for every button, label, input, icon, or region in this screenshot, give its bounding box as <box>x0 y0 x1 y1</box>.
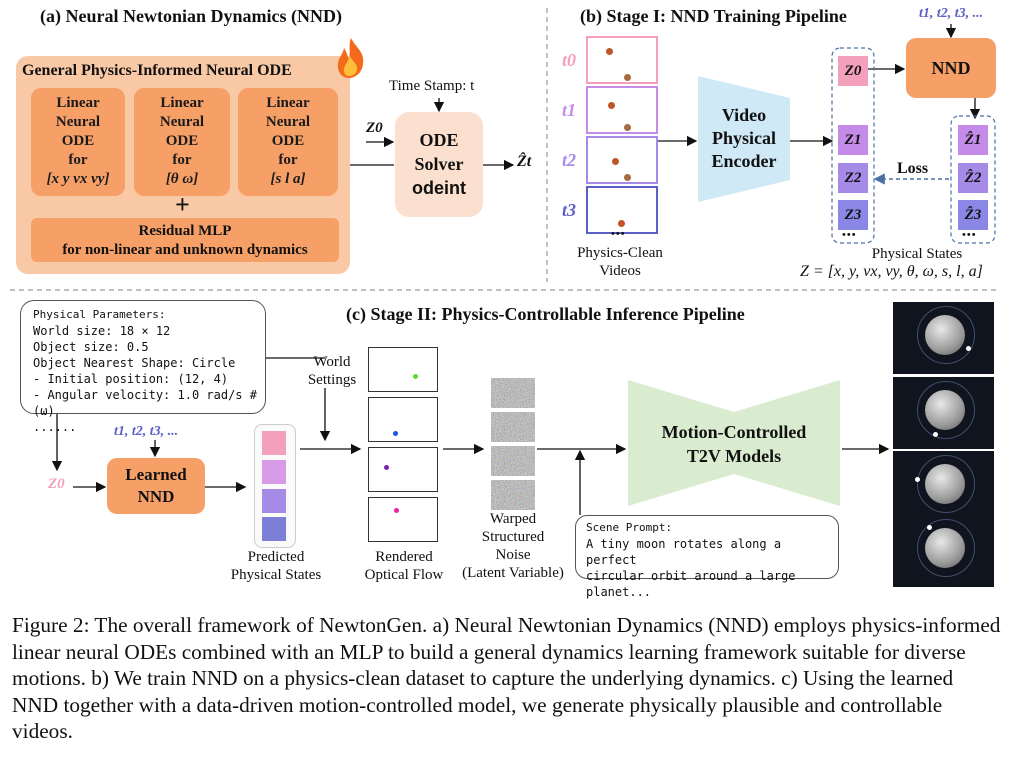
loss-label: Loss <box>897 160 929 177</box>
noise-tile-3 <box>491 446 535 476</box>
optical-flow-frame-4 <box>368 497 438 542</box>
state-z1-hat: Ẑ1 <box>958 125 988 155</box>
moon <box>933 432 938 437</box>
state-z0: Z0 <box>838 56 868 86</box>
noise-tile-4 <box>491 480 535 510</box>
t1-label: t1 <box>562 100 577 120</box>
physical-parameters-box: Physical Parameters: World size: 18 × 12… <box>20 300 266 434</box>
generated-video-frame-3 <box>893 451 994 523</box>
planet <box>925 315 965 355</box>
plus-sign: + <box>175 190 190 219</box>
falling-object <box>608 102 615 109</box>
physical-states-caption: Physical States <box>871 246 963 262</box>
orbit-ring <box>917 381 975 439</box>
z0-input-label: Z0 <box>366 120 383 136</box>
generated-video-frame-2 <box>893 377 994 449</box>
t2-label: t2 <box>562 150 577 170</box>
planet <box>925 464 965 504</box>
frames-ellipsis: ••• <box>611 228 626 240</box>
motion-controlled-t2v-model-shape <box>628 380 840 506</box>
video-frame-t1 <box>586 86 658 134</box>
figure-caption: Figure 2: The overall framework of Newto… <box>12 613 1001 744</box>
optical-flow-frame-3 <box>368 447 438 492</box>
moon <box>966 346 971 351</box>
ode-solver-box: ODE Solver odeint <box>395 112 483 217</box>
t3-label: t3 <box>562 200 577 220</box>
predicted-state-2 <box>262 460 286 484</box>
physics-ode-box-title: General Physics-Informed Neural ODE <box>22 62 292 79</box>
planet <box>925 390 965 430</box>
predicted-column-ellipsis: ••• <box>962 229 977 241</box>
planet <box>925 528 965 568</box>
ground-object <box>624 174 631 181</box>
state-z3: Z3 <box>838 200 868 230</box>
state-column-ellipsis: ••• <box>842 229 857 241</box>
time-sequence-label: t1, t2, t3, ... <box>919 6 984 21</box>
panel-b-title: (b) Stage I: NND Training Pipeline <box>580 6 847 26</box>
physical-states-formula: Z = [x, y, vx, vy, θ, ω, s, l, a] <box>800 263 983 280</box>
flow-dot <box>394 508 399 513</box>
noise-tile-2 <box>491 412 535 442</box>
state-z2: Z2 <box>838 163 868 193</box>
generated-video-frame-1 <box>893 302 994 374</box>
ground-object <box>624 124 631 131</box>
orbit-ring <box>917 519 975 577</box>
falling-object <box>618 220 625 227</box>
state-z1: Z1 <box>838 125 868 155</box>
zt-hat-output-label: Ẑt <box>517 153 532 170</box>
time-stamp-label: Time Stamp: t <box>389 78 475 94</box>
falling-object <box>606 48 613 55</box>
predicted-state-4 <box>262 517 286 541</box>
orbit-ring <box>917 306 975 364</box>
moon <box>927 525 932 530</box>
video-physical-encoder-shape <box>698 76 790 202</box>
flame-icon <box>337 38 364 78</box>
flow-dot <box>384 465 389 470</box>
generated-video-frame-4 <box>893 515 994 587</box>
t0-label: t0 <box>562 50 577 70</box>
flow-dot <box>393 431 398 436</box>
video-frame-t2 <box>586 136 658 184</box>
optical-flow-frame-2 <box>368 397 438 442</box>
optical-flow-frame-1 <box>368 347 438 392</box>
scene-prompt-box: Scene Prompt: A tiny moon rotates along … <box>575 515 839 599</box>
state-z2-hat: Ẑ2 <box>958 163 988 193</box>
video-frame-t3 <box>586 186 658 234</box>
state-z3-hat: Ẑ3 <box>958 200 988 230</box>
inference-z0-label: Z0 <box>48 476 65 492</box>
panel-c-title: (c) Stage II: Physics-Controllable Infer… <box>346 304 745 324</box>
residual-mlp-box: Residual MLP for non-linear and unknown … <box>31 218 339 262</box>
orbit-ring <box>917 455 975 513</box>
predicted-state-1 <box>262 431 286 455</box>
inference-time-sequence-label: t1, t2, t3, ... <box>114 424 179 439</box>
panel-a-title: (a) Neural Newtonian Dynamics (NND) <box>40 6 342 26</box>
nnd-box: NND <box>906 38 996 98</box>
predicted-state-3 <box>262 489 286 513</box>
video-frame-t0 <box>586 36 658 84</box>
moon <box>915 477 920 482</box>
falling-object <box>612 158 619 165</box>
flow-dot <box>413 374 418 379</box>
ground-object <box>624 74 631 81</box>
noise-tile-1 <box>491 378 535 408</box>
